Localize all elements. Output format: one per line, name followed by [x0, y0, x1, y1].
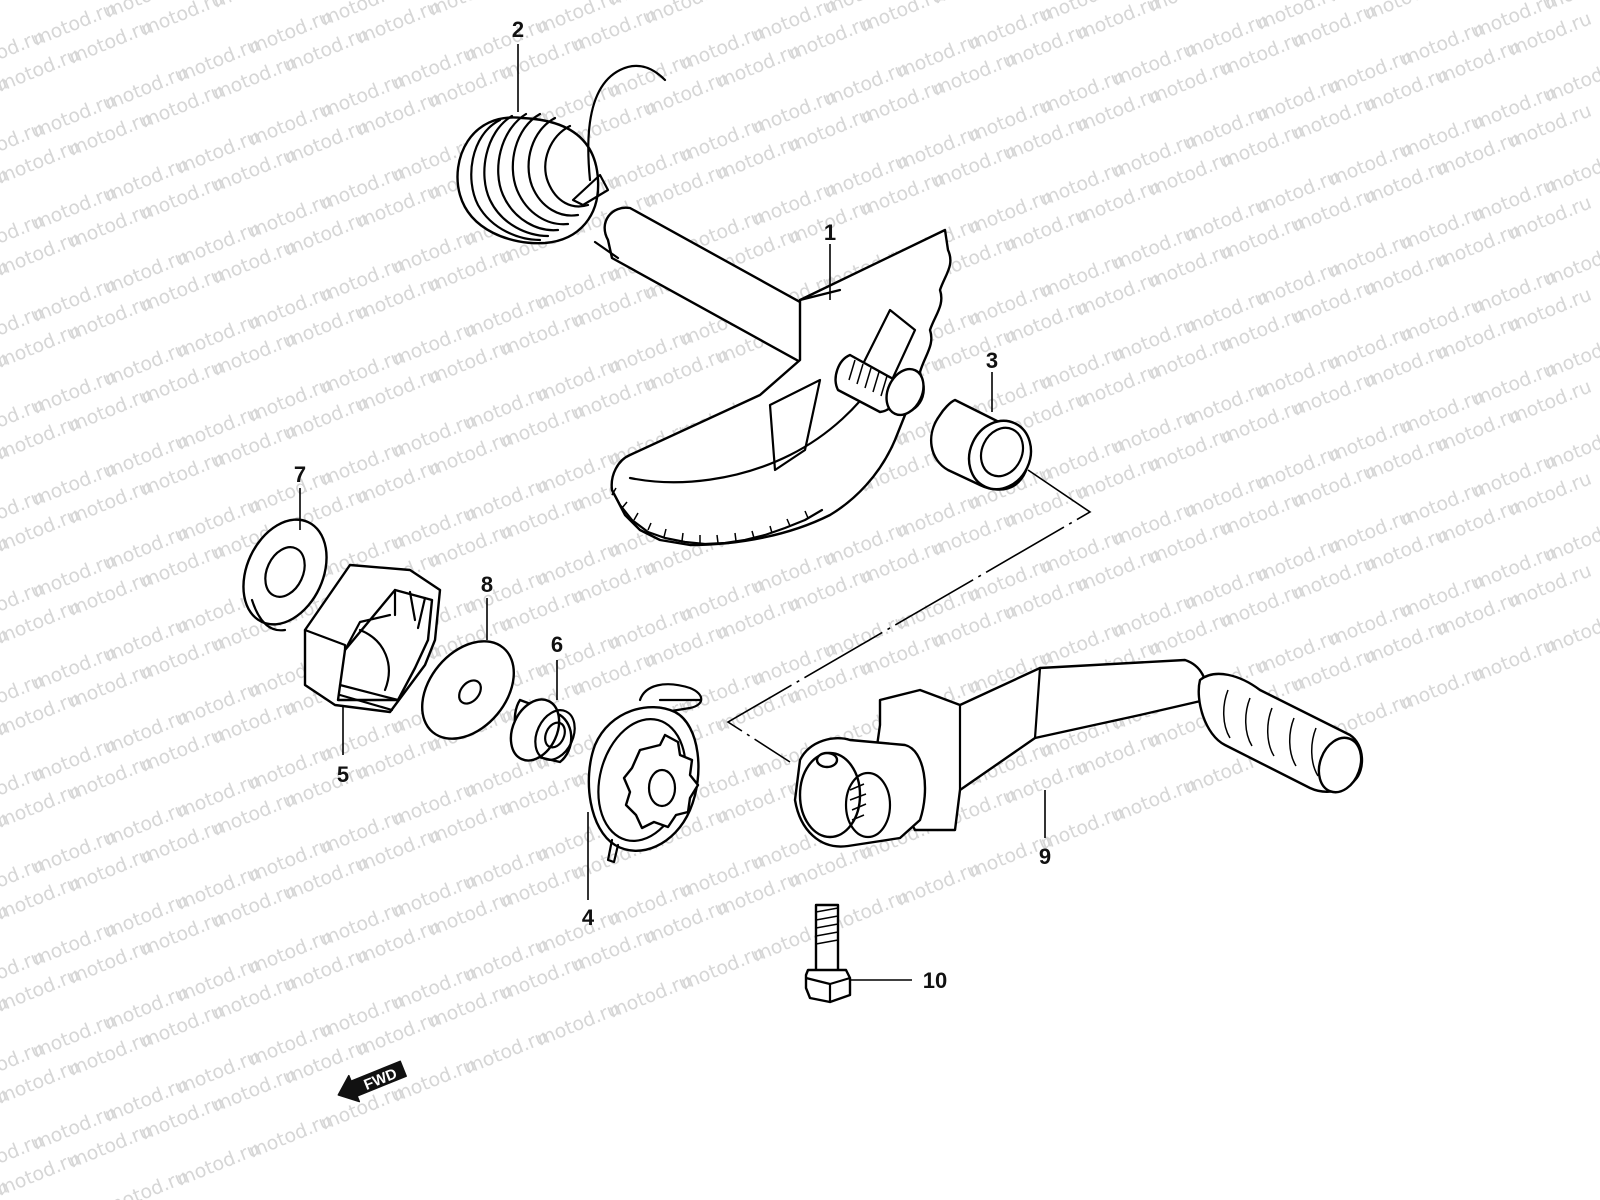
watermark-text: motod.ru	[1542, 330, 1600, 383]
part-7-washer	[242, 518, 328, 632]
leader-lines	[299, 44, 1046, 981]
watermark-text: motod.ru	[0, 0, 11, 33]
assembly-line	[726, 469, 1092, 763]
watermark-text: motod.ru	[1146, 0, 1235, 17]
watermark-text: motod.ru	[1542, 0, 1600, 15]
watermark-text: motod.ru	[1542, 606, 1600, 659]
part-1-kick-starter-shaft	[593, 206, 952, 547]
part-4-kick-starter-drive-gear	[587, 683, 703, 864]
callout-labels: 1 2 3 4 5 6 7 8 9 10	[294, 17, 1051, 993]
watermark-text: motod.ru	[1542, 514, 1600, 567]
watermark-text: motod.ru	[1542, 238, 1600, 291]
callout-6: 6	[551, 632, 563, 657]
watermark-text: motod.ru	[210, 0, 299, 13]
callout-5: 5	[337, 762, 349, 787]
part-9-kick-starter-lever	[793, 658, 1364, 848]
watermark-text: motod.ru	[1542, 54, 1600, 107]
watermark-text: motod.ru	[0, 1176, 11, 1200]
callout-9: 9	[1039, 844, 1051, 869]
callout-4: 4	[582, 905, 595, 930]
part-5-kick-starter-guide	[303, 563, 442, 714]
part-10-bolt	[804, 903, 852, 1004]
callout-10: 10	[923, 968, 947, 993]
watermark-text: motod.ru	[1542, 146, 1600, 199]
callout-2: 2	[512, 17, 524, 42]
watermark-text: motod.ru	[642, 0, 731, 29]
callout-7: 7	[294, 462, 306, 487]
part-2-return-spring	[456, 64, 667, 245]
part-6-bushing	[509, 698, 576, 764]
watermark-text: motod.ru	[426, 0, 515, 21]
callout-3: 3	[986, 348, 998, 373]
watermark-text: motod.ru	[1362, 0, 1451, 25]
fwd-arrow-icon	[337, 1060, 407, 1103]
watermark-text: motod.ru	[930, 0, 1019, 9]
watermark-text: motod.ru	[1542, 422, 1600, 475]
watermark-text: motod.ru	[714, 0, 803, 1]
callout-8: 8	[481, 572, 493, 597]
part-3-collar	[930, 398, 1033, 491]
part-8-washer	[421, 640, 515, 740]
watermark-text: motod.ru	[0, 0, 83, 5]
watermark-text: motod.ru	[138, 0, 227, 41]
callout-1: 1	[824, 220, 836, 245]
watermark-text: motod.ru	[858, 0, 947, 37]
